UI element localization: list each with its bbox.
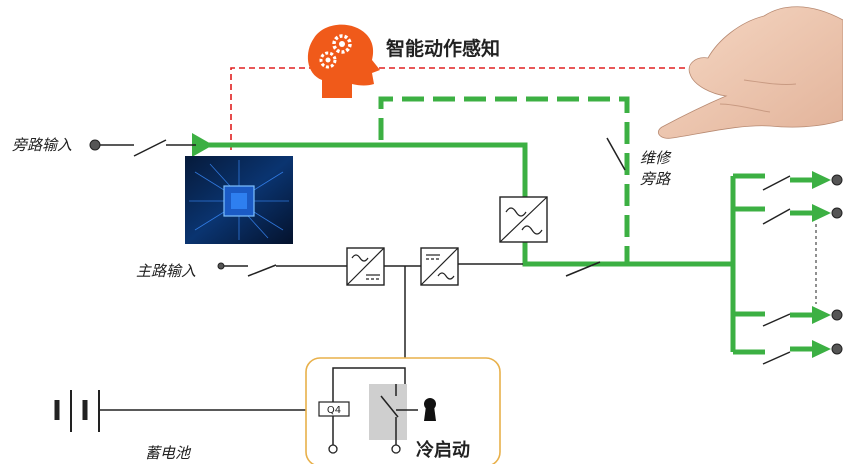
static-bypass-switch: [499, 196, 548, 243]
q4-label: Q4: [327, 405, 341, 416]
cold-start-module: Q4 冷启动: [305, 357, 501, 464]
maintenance-bypass-path: [378, 96, 630, 262]
rectifier: [346, 247, 385, 286]
main-input-label: 主路输入: [136, 262, 196, 280]
output-breaker: [565, 261, 601, 277]
cold-start-label: 冷启动: [416, 439, 470, 461]
maintenance-label-1: 维修: [640, 149, 672, 167]
battery-label: 蓄电池: [145, 444, 192, 462]
main-input: 主路输入: [136, 262, 347, 280]
head-gears-icon: [307, 24, 380, 98]
maintenance-bypass-switch: 维修 旁路: [606, 137, 672, 188]
bypass-input: 旁路输入: [12, 136, 196, 157]
keyhole-icon: [424, 398, 436, 421]
processor-chip-icon: [185, 156, 293, 244]
sensing-line: [230, 67, 690, 150]
maintenance-label-2: 旁路: [640, 170, 672, 188]
pointing-hand-icon: [658, 6, 843, 139]
bypass-input-label: 旁路输入: [12, 136, 72, 154]
output-distribution: [730, 171, 843, 365]
inverter: [420, 247, 459, 286]
battery: 蓄电池: [54, 390, 320, 462]
smart-sensing-label: 智能动作感知: [386, 37, 500, 60]
